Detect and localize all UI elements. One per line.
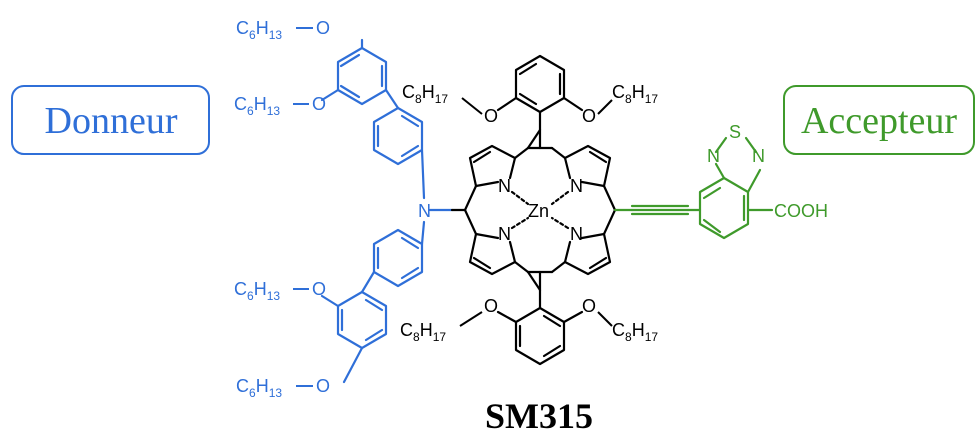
acceptor-structure [613,136,774,240]
pyrrole-n-1: N [498,176,511,196]
octyl-chain-4: C8H17 [612,320,658,344]
svg-text:C6H13: C6H13 [234,94,280,118]
hexyl-oxygen-1: O [316,18,330,38]
donor-label: Donneur [45,100,178,142]
core-atoms: Zn N N N N O C8H17 O C8H17 O C8H17 O C8H… [400,82,658,344]
zinc-atom: Zn [528,201,549,221]
porphyrin-core [450,54,617,366]
hexyl-chain-1: C6H13 [236,18,282,42]
hexyl-chain-2: C6H13 [234,94,280,118]
octyl-chain-3: C8H17 [400,320,446,344]
octyl-oxygen-3: O [484,296,498,316]
octyl-oxygen-4: O [582,296,596,316]
acceptor-label: Accepteur [801,100,957,142]
svg-text:C6H13: C6H13 [234,279,280,303]
octyl-chain-2: C8H17 [612,82,658,106]
donor-atoms: N O C6H13 O C6H13 O C6H13 O C6H13 [234,18,431,400]
thiadiazole-n-1: N [707,146,720,166]
donor-amine-n: N [418,201,431,221]
donor-box: Donneur [11,85,210,155]
svg-text:C6H13: C6H13 [236,376,282,400]
acceptor-box: Accepteur [783,85,975,155]
svg-text:C6H13: C6H13 [236,18,282,42]
acceptor-atoms: N S N COOH [707,122,828,221]
pyrrole-n-4: N [570,224,583,244]
hexyl-chain-3: C6H13 [234,279,280,303]
octyl-oxygen-1: O [484,106,498,126]
pyrrole-n-2: N [570,176,583,196]
thiadiazole-s: S [729,122,741,142]
thiadiazole-n-2: N [752,146,765,166]
donor-structure [320,38,454,384]
octyl-chain-1: C8H17 [402,82,448,106]
octyl-oxygen-2: O [582,106,596,126]
hexyl-chain-4: C6H13 [236,376,282,400]
pyrrole-n-3: N [498,224,511,244]
hexyl-oxygen-3: O [312,279,326,299]
hexyl-oxygen-2: O [312,94,326,114]
carboxylic-acid: COOH [774,201,828,221]
hexyl-oxygen-4: O [316,376,330,396]
compound-name: SM315 [485,396,593,436]
